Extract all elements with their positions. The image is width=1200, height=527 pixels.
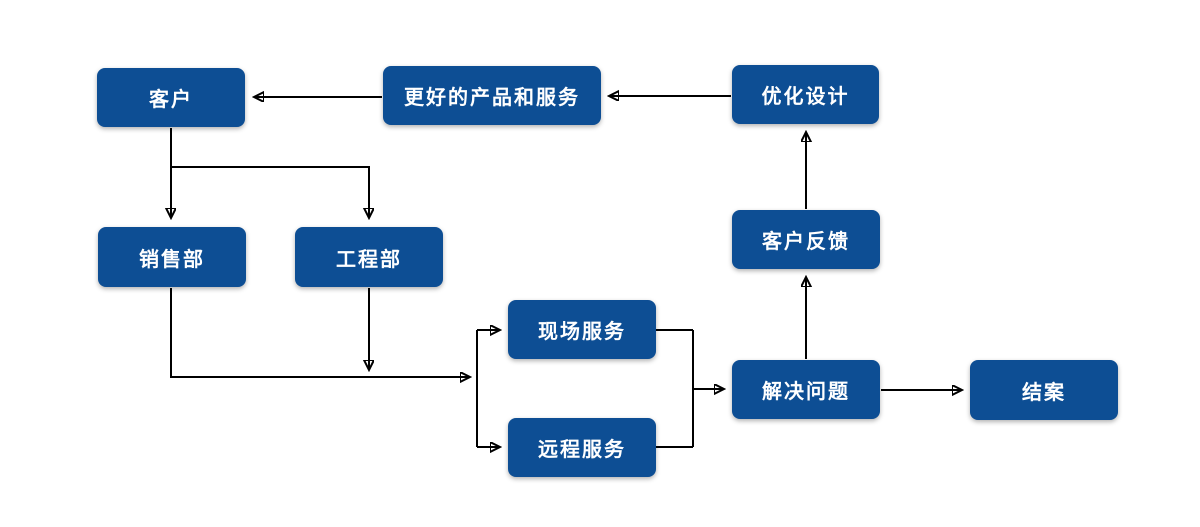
node-onsite-service-label: 现场服务: [538, 321, 626, 343]
node-engineering-dept-label: 工程部: [336, 248, 402, 271]
node-optimize-design[interactable]: 优化设计: [732, 65, 879, 124]
node-close-case[interactable]: 结案: [970, 360, 1118, 420]
node-optimize-design-label: 优化设计: [761, 86, 850, 108]
node-customer-feedback[interactable]: 客户反馈: [732, 210, 880, 269]
node-sales-dept[interactable]: 销售部: [98, 227, 246, 287]
node-close-case-label: 结案: [1022, 381, 1066, 404]
node-onsite-service[interactable]: 现场服务: [508, 300, 656, 359]
node-sales-dept-label: 销售部: [139, 248, 205, 271]
edge-sales-to-split: [170, 288, 470, 377]
node-customer-feedback-label: 客户反馈: [762, 231, 850, 253]
node-customer-label: 客户: [149, 89, 193, 111]
edge-customer-to-engineering: [171, 166, 369, 218]
node-solve-problem[interactable]: 解决问题: [732, 360, 880, 419]
node-solve-problem-label: 解决问题: [762, 381, 850, 403]
node-better-products-label: 更好的产品和服务: [404, 87, 580, 109]
node-engineering-dept[interactable]: 工程部: [295, 227, 443, 287]
node-remote-service[interactable]: 远程服务: [508, 418, 656, 477]
node-better-products[interactable]: 更好的产品和服务: [383, 66, 601, 125]
node-customer[interactable]: 客户: [97, 68, 245, 127]
node-remote-service-label: 远程服务: [538, 439, 626, 461]
